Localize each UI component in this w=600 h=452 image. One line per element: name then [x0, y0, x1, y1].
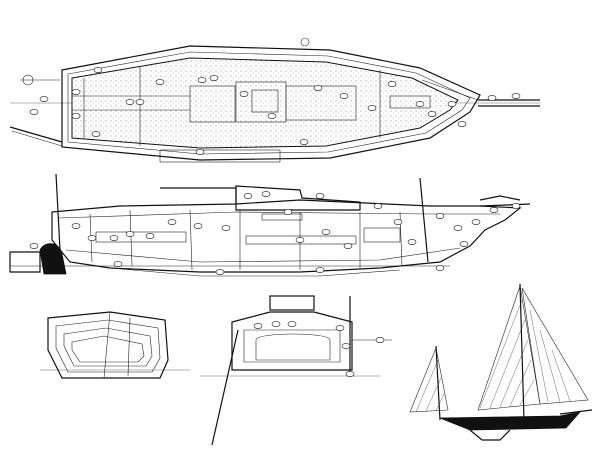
profile-callouts — [29, 191, 521, 275]
profile-view — [9, 173, 531, 277]
sail-plan-view — [409, 283, 593, 441]
deck-plan-view — [9, 37, 540, 163]
stern-section-view — [40, 311, 190, 379]
midship-section-view — [200, 295, 392, 446]
plan-callouts — [29, 67, 521, 155]
